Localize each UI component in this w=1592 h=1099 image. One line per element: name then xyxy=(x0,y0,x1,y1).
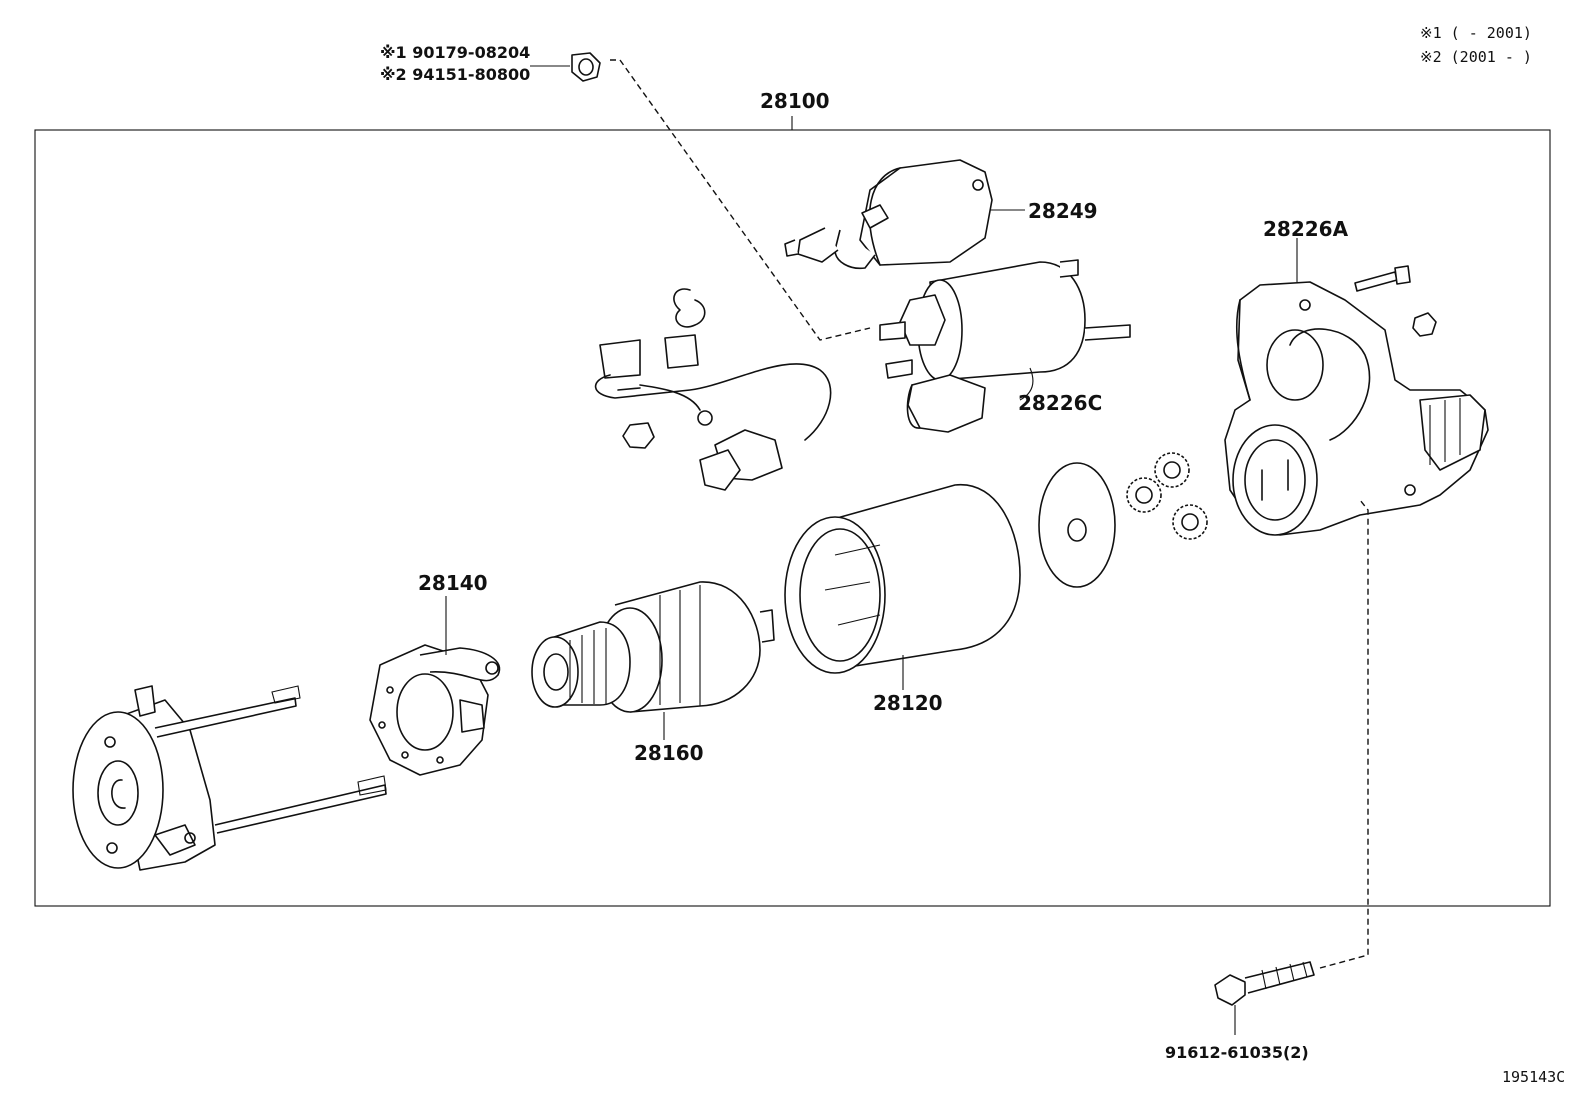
assembly-frame xyxy=(34,129,1551,907)
nut-icon xyxy=(571,52,601,82)
armature xyxy=(531,581,775,740)
bottom-bolt xyxy=(1214,499,1369,1035)
housing-bolt xyxy=(1354,265,1437,337)
year-notes: ※1 ( - 2001) ※2 (2001 - ) xyxy=(1420,24,1532,66)
magnet-switch xyxy=(879,259,1131,433)
bolt-label[interactable]: 91612-61035(2) xyxy=(1165,1043,1309,1062)
brush-holder xyxy=(369,596,501,776)
drive-housing xyxy=(1224,238,1489,536)
planetary-gears xyxy=(1126,452,1208,540)
housing-label[interactable]: 28226A xyxy=(1263,217,1349,241)
yoke xyxy=(784,484,1021,690)
figure-code: 195143C xyxy=(1502,1068,1565,1086)
solenoid-switch xyxy=(784,159,1025,270)
fastener-label-1[interactable]: ※1 90179-08204 xyxy=(380,43,530,62)
armature-label[interactable]: 28160 xyxy=(634,741,704,765)
assembly-label[interactable]: 28100 xyxy=(760,89,830,113)
brush-holder-label[interactable]: 28140 xyxy=(418,571,488,595)
top-fastener-callout: ※1 90179-08204 ※2 94151-80800 xyxy=(380,43,871,341)
washer-plate xyxy=(1038,462,1116,588)
yoke-label[interactable]: 28120 xyxy=(873,691,943,715)
wire-harness xyxy=(594,288,832,491)
note-2: ※2 (2001 - ) xyxy=(1420,48,1532,66)
solenoid-switch-label[interactable]: 28249 xyxy=(1028,199,1098,223)
end-frame xyxy=(72,685,387,871)
magnet-switch-label[interactable]: 28226C xyxy=(1018,391,1102,415)
fastener-label-2[interactable]: ※2 94151-80800 xyxy=(380,65,530,84)
note-1: ※1 ( - 2001) xyxy=(1420,24,1532,42)
